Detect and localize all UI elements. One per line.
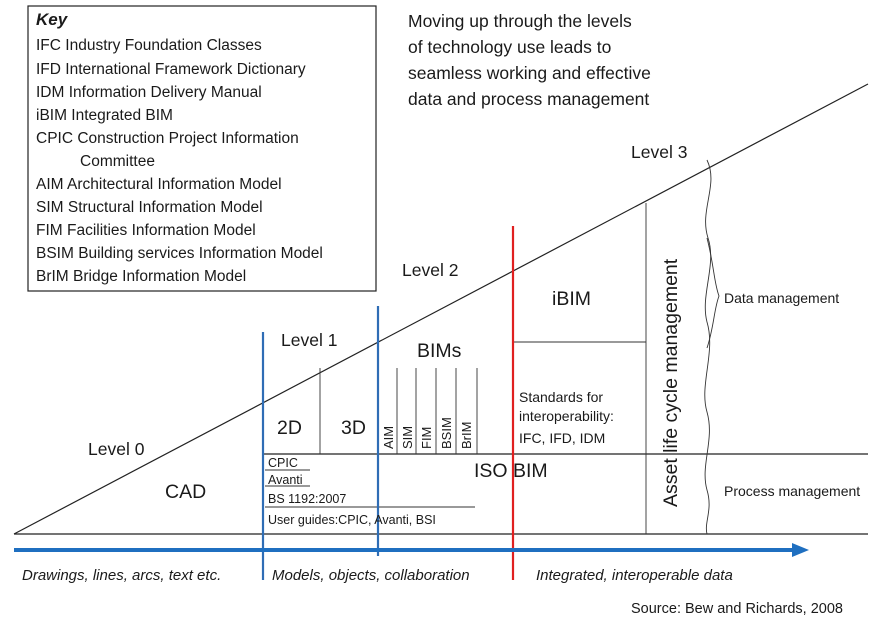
cad-label: CAD <box>165 481 206 503</box>
key-entry-ibim: iBIM Integrated BIM <box>36 107 173 124</box>
key-entry-sim: SIM Structural Information Model <box>36 199 263 216</box>
process-management-label: Process management <box>724 483 860 499</box>
headline: Moving up through the levels of technolo… <box>408 11 651 109</box>
key-entry-ifc: IFC Industry Foundation Classes <box>36 37 262 54</box>
wavy-boundary <box>704 159 712 535</box>
key-entry-ifd: IFD International Framework Dictionary <box>36 61 306 78</box>
maturity-slope-line <box>13 83 869 535</box>
ibim-label: iBIM <box>552 288 591 310</box>
label-3d: 3D <box>341 417 366 439</box>
standard-user-guides: User guides:CPIC, Avanti, BSI <box>268 513 436 527</box>
bottom-label-drawings: Drawings, lines, arcs, text etc. <box>22 567 221 584</box>
level-1-label: Level 1 <box>281 330 337 350</box>
level-3-label: Level 3 <box>631 142 687 162</box>
key-entry-fim: FIM Facilities Information Model <box>36 222 256 239</box>
bims-label: BIMs <box>417 340 462 362</box>
key-box <box>27 5 377 292</box>
level-0-label: Level 0 <box>88 439 145 459</box>
headline-line-3: seamless working and effective <box>408 63 651 83</box>
label-2d: 2D <box>277 417 302 439</box>
headline-line-1: Moving up through the levels <box>408 11 632 31</box>
interop-line-1: Standards for <box>519 389 603 405</box>
key-entry-brim: BrIM Bridge Information Model <box>36 268 246 285</box>
data-management-label: Data management <box>724 290 839 306</box>
model-sim: SIM <box>400 426 415 449</box>
interop-line-2: interoperability: <box>519 408 614 424</box>
key-entry-cpic: CPIC Construction Project Information <box>36 130 299 147</box>
iso-bim-label: ISO BIM <box>474 460 548 482</box>
headline-line-4: data and process management <box>408 89 649 109</box>
interop-line-3: IFC, IFD, IDM <box>519 430 605 446</box>
asset-life-cycle-label: Asset life cycle management <box>660 258 682 507</box>
model-fim: FIM <box>419 427 434 449</box>
level-2-label: Level 2 <box>402 260 458 280</box>
data-management-brace <box>706 237 720 349</box>
standard-cpic: CPIC <box>268 456 298 470</box>
key-panel: Key IFC Industry Foundation Classes IFD … <box>27 5 377 292</box>
bottom-label-integrated: Integrated, interoperable data <box>536 567 733 584</box>
headline-line-2: of technology use leads to <box>408 37 611 57</box>
model-bsim: BSIM <box>439 417 454 449</box>
key-title: Key <box>36 10 69 29</box>
key-entry-cpic-cont: Committee <box>80 153 155 170</box>
model-brim: BrIM <box>459 422 474 449</box>
bottom-label-models: Models, objects, collaboration <box>272 567 470 584</box>
standard-bs1192: BS 1192:2007 <box>268 492 346 506</box>
key-entry-idm: IDM Information Delivery Manual <box>36 84 262 101</box>
model-aim: AIM <box>381 426 396 449</box>
progress-arrowhead-icon <box>792 543 809 557</box>
source-caption: Source: Bew and Richards, 2008 <box>631 601 843 617</box>
key-entry-aim: AIM Architectural Information Model <box>36 176 282 193</box>
key-entry-bsim: BSIM Building services Information Model <box>36 245 323 262</box>
standard-avanti: Avanti <box>268 473 303 487</box>
